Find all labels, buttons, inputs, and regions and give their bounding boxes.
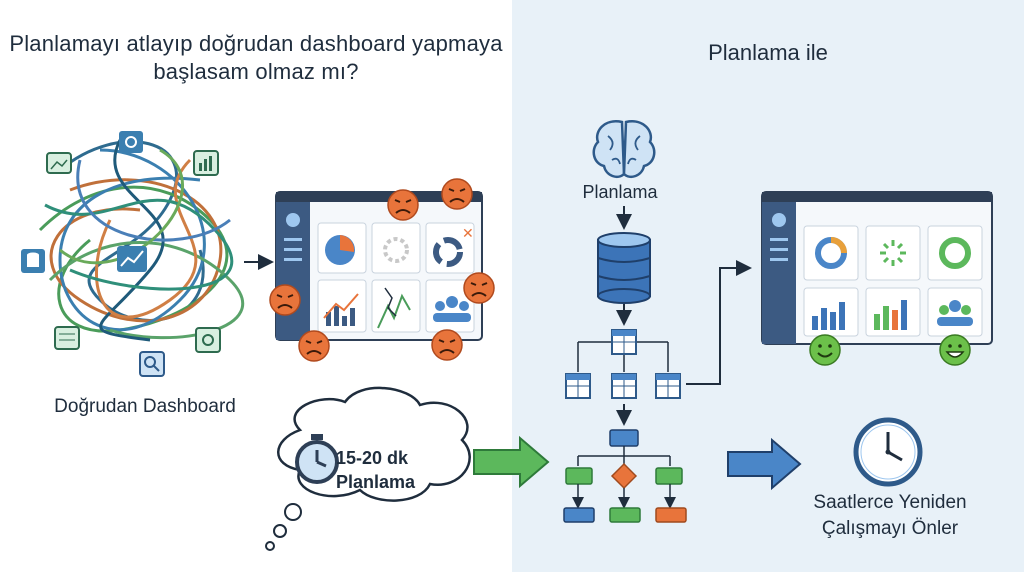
gear-icon: [119, 131, 143, 153]
blue-arrow: [727, 437, 802, 491]
time-text: 15-20 dk: [336, 448, 409, 468]
database-icon: [597, 232, 651, 304]
angry-face-icon: [298, 330, 330, 362]
image-icon: [46, 152, 72, 174]
planning-text: Planlama: [336, 472, 416, 492]
table-icon: [655, 373, 681, 399]
stopwatch-icon: [295, 434, 339, 484]
table-icon: [565, 373, 591, 399]
flowchart: [563, 429, 687, 523]
table-icon: [611, 373, 637, 399]
clock-icon: [853, 417, 923, 487]
happy-face-icon: [809, 334, 841, 366]
happy-face-icon: [939, 334, 971, 366]
angry-face-icon: [387, 189, 419, 221]
right-panel-title: Planlama ile: [708, 40, 828, 65]
database-icon: [21, 249, 45, 273]
left-panel-title: Planlamayı atlayıp doğrudan dashboard ya…: [9, 31, 503, 84]
settings-icon: [195, 327, 221, 353]
search-icon: [139, 351, 165, 377]
thought-bubble-text: 15-20 dk Planlama: [336, 446, 456, 494]
angry-face-icon: [269, 284, 301, 316]
bar-chart-icon: [193, 150, 219, 176]
messy-dashboard: ✕: [275, 191, 483, 341]
angry-face-icon: [441, 178, 473, 210]
tangled-connections: [38, 139, 245, 342]
angry-face-icon: [463, 272, 495, 304]
angry-face-icon: [431, 329, 463, 361]
trend-chart-icon: [117, 246, 147, 272]
brain-icon: [592, 120, 656, 178]
table-icon: [611, 329, 637, 355]
green-arrow: [473, 435, 550, 489]
clean-dashboard: [761, 191, 993, 345]
table-icon: [54, 326, 80, 350]
outcome-label: Saatlerce Yeniden Çalışmayı Önler: [813, 492, 967, 539]
planning-label: Planlama: [582, 182, 658, 202]
svg-text:✕: ✕: [462, 225, 474, 241]
arrow-to-clean-dashboard: [686, 260, 752, 385]
table-schema: [577, 341, 669, 372]
direct-dashboard-label: Doğrudan Dashboard: [54, 396, 236, 417]
